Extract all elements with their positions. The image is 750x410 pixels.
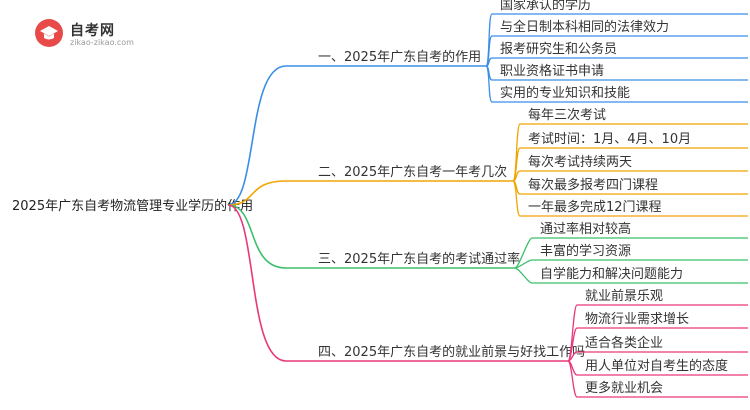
branch-3: 三、2025年广东自考的考试通过率 通过率相对较高丰富的学习资源自学能力和解决问题…	[227, 204, 748, 284]
leaf-label: 更多就业机会	[585, 380, 663, 396]
branch-label: 四、2025年广东自考的就业前景与好找工作吗	[318, 344, 585, 360]
graduation-cap-icon	[35, 19, 63, 47]
leaf-label: 适合各类企业	[585, 335, 663, 351]
leaf-label: 丰富的学习资源	[540, 243, 631, 259]
branch-label: 三、2025年广东自考的考试通过率	[318, 251, 520, 267]
brand-domain: zikao-zikao.com	[70, 38, 134, 47]
leaf-connector	[514, 259, 748, 269]
branch-1: 一、2025年广东自考的作用 国家承认的学历与全日制本科相同的法律效力报考研究生和…	[227, 0, 748, 206]
leaf-connector	[485, 65, 748, 103]
leaf-label: 报考研究生和公务员	[500, 41, 617, 57]
branch-2: 二、2025年广东自考一年考几次 每年三次考试考试时间：1月、4月、10月每次考试…	[227, 107, 748, 217]
branch-label: 二、2025年广东自考一年考几次	[318, 164, 507, 180]
leaf-label: 用人单位对自考生的态度	[585, 358, 728, 374]
leaf-connector	[514, 237, 748, 269]
branch-4: 四、2025年广东自考的就业前景与好找工作吗 就业前景乐观物流行业需求增长适合各类…	[227, 204, 748, 398]
leaf-label: 自学能力和解决问题能力	[540, 266, 683, 282]
leaf-label: 与全日制本科相同的法律效力	[500, 19, 669, 35]
leaf-label: 考试时间：1月、4月、10月	[528, 132, 691, 147]
leaf-connector	[512, 180, 748, 217]
leaf-connector	[512, 170, 748, 182]
leaf-label: 每次最多报考四门课程	[528, 177, 658, 193]
leaf-connector	[567, 327, 748, 362]
leaf-label: 通过率相对较高	[540, 221, 631, 237]
leaf-label: 就业前景乐观	[585, 288, 663, 304]
leaf-connector	[514, 267, 748, 284]
brand-name: 自考网	[70, 23, 115, 39]
leaf-label: 每年三次考试	[528, 107, 606, 123]
leaf-connector	[567, 351, 748, 362]
leaf-label: 一年最多完成12门课程	[528, 199, 662, 215]
branch-connector	[227, 65, 486, 206]
leaf-connector	[567, 360, 748, 398]
leaf-label: 职业资格证书申请	[500, 63, 604, 79]
branch-connector	[227, 204, 515, 269]
branch-connector	[227, 180, 513, 206]
leaf-label: 国家承认的学历	[500, 0, 591, 13]
leaf-label: 物流行业需求增长	[585, 312, 689, 327]
leaf-label: 每次考试持续两天	[528, 154, 632, 170]
branch-label: 一、2025年广东自考的作用	[318, 49, 481, 65]
root-node: 2025年广东自考物流管理专业学历的作用	[12, 198, 253, 214]
brand-logo: 自考网 zikao-zikao.com	[34, 18, 154, 52]
leaf-label: 实用的专业知识和技能	[500, 85, 630, 101]
branch-connector	[227, 204, 568, 362]
